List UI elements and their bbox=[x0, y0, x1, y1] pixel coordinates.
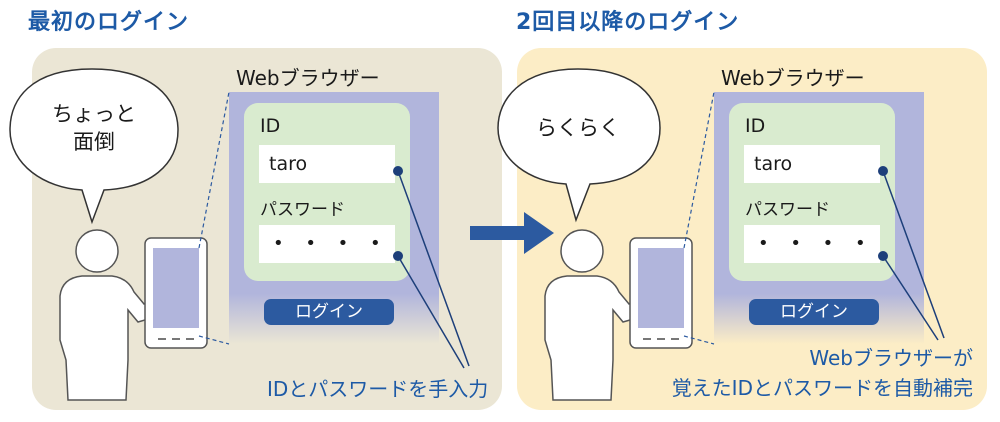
login-button[interactable]: ログイン bbox=[749, 299, 879, 325]
pointer-dot bbox=[878, 166, 888, 176]
autofill-caption: Webブラウザーが 覚えたIDとパスワードを自動補完 bbox=[671, 346, 973, 400]
pointer-dot bbox=[393, 166, 403, 176]
browser-label: Webブラウザー bbox=[721, 66, 865, 90]
id-label: ID bbox=[745, 115, 766, 137]
pointer-dot bbox=[878, 251, 888, 261]
login-form: ID taro パスワード • • • • bbox=[244, 103, 410, 281]
zoom-guide-lines bbox=[683, 91, 715, 345]
id-input[interactable]: taro bbox=[259, 145, 395, 183]
browser-label: Webブラウザー bbox=[236, 66, 380, 90]
speech-bubble bbox=[9, 68, 179, 225]
person-icon bbox=[59, 229, 153, 401]
bubble-text: ちょっと 面倒 bbox=[52, 102, 136, 154]
login-form: ID taro パスワード • • • • bbox=[729, 103, 895, 281]
password-input[interactable]: • • • • bbox=[259, 225, 395, 263]
leader-lines bbox=[882, 170, 945, 341]
pointer-dot bbox=[393, 251, 403, 261]
person-icon bbox=[544, 229, 638, 401]
tablet-icon bbox=[144, 237, 208, 349]
heading-later-login: 2回目以降のログイン bbox=[516, 10, 740, 35]
login-button[interactable]: ログイン bbox=[264, 299, 394, 325]
id-input[interactable]: taro bbox=[744, 145, 880, 183]
speech-bubble bbox=[497, 68, 661, 223]
bubble-text: らくらく bbox=[536, 116, 620, 140]
password-label: パスワード bbox=[745, 200, 830, 220]
transition-arrow-icon bbox=[470, 212, 554, 254]
password-label: パスワード bbox=[260, 200, 345, 220]
leader-lines bbox=[397, 170, 470, 369]
manual-entry-caption: IDとパスワードを手入力 bbox=[267, 377, 489, 401]
password-input[interactable]: • • • • bbox=[744, 225, 880, 263]
web-browser-window: ID taro パスワード • • • • ログイン bbox=[229, 92, 439, 344]
id-label: ID bbox=[260, 115, 281, 137]
heading-first-login: 最初のログイン bbox=[28, 10, 190, 35]
tablet-icon bbox=[629, 237, 693, 349]
zoom-guide-lines bbox=[198, 91, 230, 345]
web-browser-window: ID taro パスワード • • • • ログイン bbox=[714, 92, 924, 344]
